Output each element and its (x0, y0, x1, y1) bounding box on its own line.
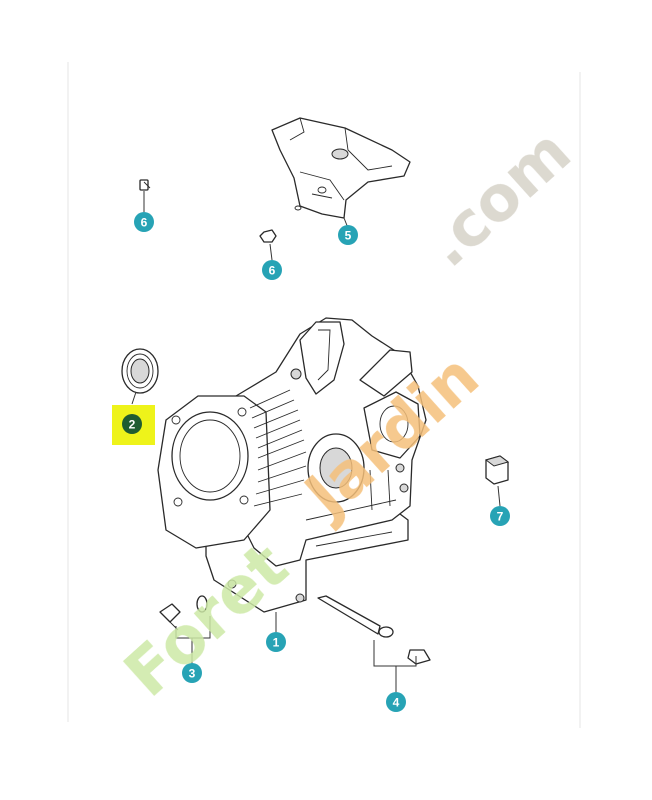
part-6-bolt-top (139, 179, 151, 212)
part-3-drain-bolt-set (159, 595, 211, 664)
callout-5-label: 5 (345, 229, 352, 243)
callout-6-top[interactable]: 6 (134, 212, 154, 232)
callout-3[interactable]: 3 (182, 663, 202, 683)
callout-2-label: 2 (129, 418, 136, 432)
callout-6-middle-label: 6 (269, 264, 276, 278)
callout-4[interactable]: 4 (386, 692, 406, 712)
watermark-suffix: .com (411, 115, 584, 281)
part-4-governor-shaft-set (317, 595, 431, 692)
callout-6-middle[interactable]: 6 (262, 260, 282, 280)
callout-3-label: 3 (189, 667, 196, 681)
callout-1-label: 1 (273, 636, 280, 650)
callout-4-label: 4 (393, 696, 400, 710)
part-1-crankcase (157, 317, 427, 632)
part-5-bracket (271, 117, 411, 229)
callout-1[interactable]: 1 (266, 632, 286, 652)
callout-7-label: 7 (497, 510, 504, 524)
callout-5[interactable]: 5 (338, 225, 358, 245)
part-6-bolt-middle (259, 229, 277, 261)
callout-7[interactable]: 7 (490, 506, 510, 526)
callout-2[interactable]: 2 (122, 414, 142, 434)
callout-6-top-label: 6 (141, 216, 148, 230)
part-2-oil-seal (121, 348, 159, 405)
part-7-cap (484, 455, 510, 507)
